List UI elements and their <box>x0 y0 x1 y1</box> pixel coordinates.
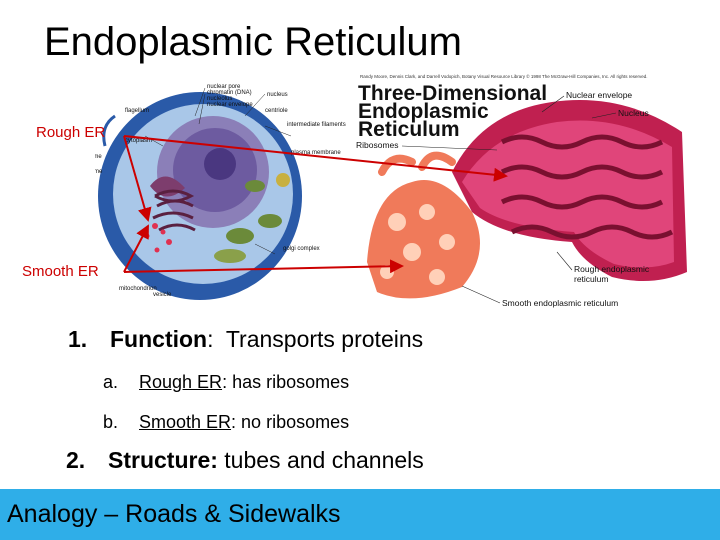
er-heading-line-1: Three-Dimensional <box>358 82 547 105</box>
cell-label: nucleus <box>267 92 288 98</box>
sub-bullet-rough-er: a.Rough ER: has ribosomes <box>103 372 350 392</box>
footer-analogy-text: Analogy – Roads & Sidewalks <box>7 500 341 528</box>
cell-label: plasma membrane <box>291 150 341 156</box>
er-credit: Randy Moore, Dennis Clark, and Darrell V… <box>360 73 648 79</box>
cell-label: ribosome <box>95 154 102 160</box>
sub-term-rough-er: Rough ER <box>139 372 223 392</box>
bullet-function-text: Transports proteins <box>213 326 424 352</box>
label-smooth-er: Smooth endoplasmic reticulum <box>502 298 618 308</box>
sub-bullet-smooth-er: b.Smooth ER: no ribosomes <box>103 412 350 432</box>
cell-label: vesicle <box>153 292 172 298</box>
bullet-structure-heading: Structure: <box>108 447 218 473</box>
smooth-er-label: Smooth ER <box>22 263 99 280</box>
cell-label: lysosome <box>95 169 103 175</box>
cell-label: centriole <box>265 108 288 114</box>
sub-term-smooth-er: Smooth ER <box>139 412 232 432</box>
er-heading-line-3: Reticulum <box>358 118 460 141</box>
bullet-function: 1.Function: Transports proteins <box>68 326 424 352</box>
rough-er-label: Rough ER <box>36 124 106 141</box>
cell-label: golgi complex <box>283 246 320 252</box>
bullet-structure: 2.Structure: tubes and channels <box>66 447 424 473</box>
cell-label: nuclear pore <box>207 84 241 90</box>
cell-label: nucleolus <box>207 96 232 102</box>
footer-bar: Analogy – Roads & Sidewalks <box>0 489 720 540</box>
er-3d-illustration: Randy Moore, Dennis Clark, and Darrell V… <box>352 72 720 318</box>
cell-label: mitochondrion <box>119 286 157 292</box>
er-heading-line-2: Endoplasmic <box>358 100 489 123</box>
label-nucleus: Nucleus <box>618 108 649 118</box>
bullet-structure-text: tubes and channels <box>217 447 424 473</box>
cell-label: flagellum <box>125 108 149 114</box>
label-rough-er-line-1: Rough endoplasmic <box>574 264 650 274</box>
cell-label: nuclear envelope <box>207 102 253 108</box>
cell-label: chromatin (DNA) <box>207 90 252 96</box>
cell-label: intermediate filaments <box>287 122 346 128</box>
label-ribosomes: Ribosomes <box>356 140 399 150</box>
slide-title: Endoplasmic Reticulum <box>44 20 462 64</box>
label-rough-er-line-2: reticulum <box>574 274 608 284</box>
cell-label: cytoplasm <box>125 138 152 144</box>
label-nuclear-envelope: Nuclear envelope <box>566 90 632 100</box>
bullet-function-heading: Function <box>110 326 208 352</box>
animal-cell-illustration: nuclear pore chromatin (DNA) nucleolus n… <box>77 76 355 306</box>
